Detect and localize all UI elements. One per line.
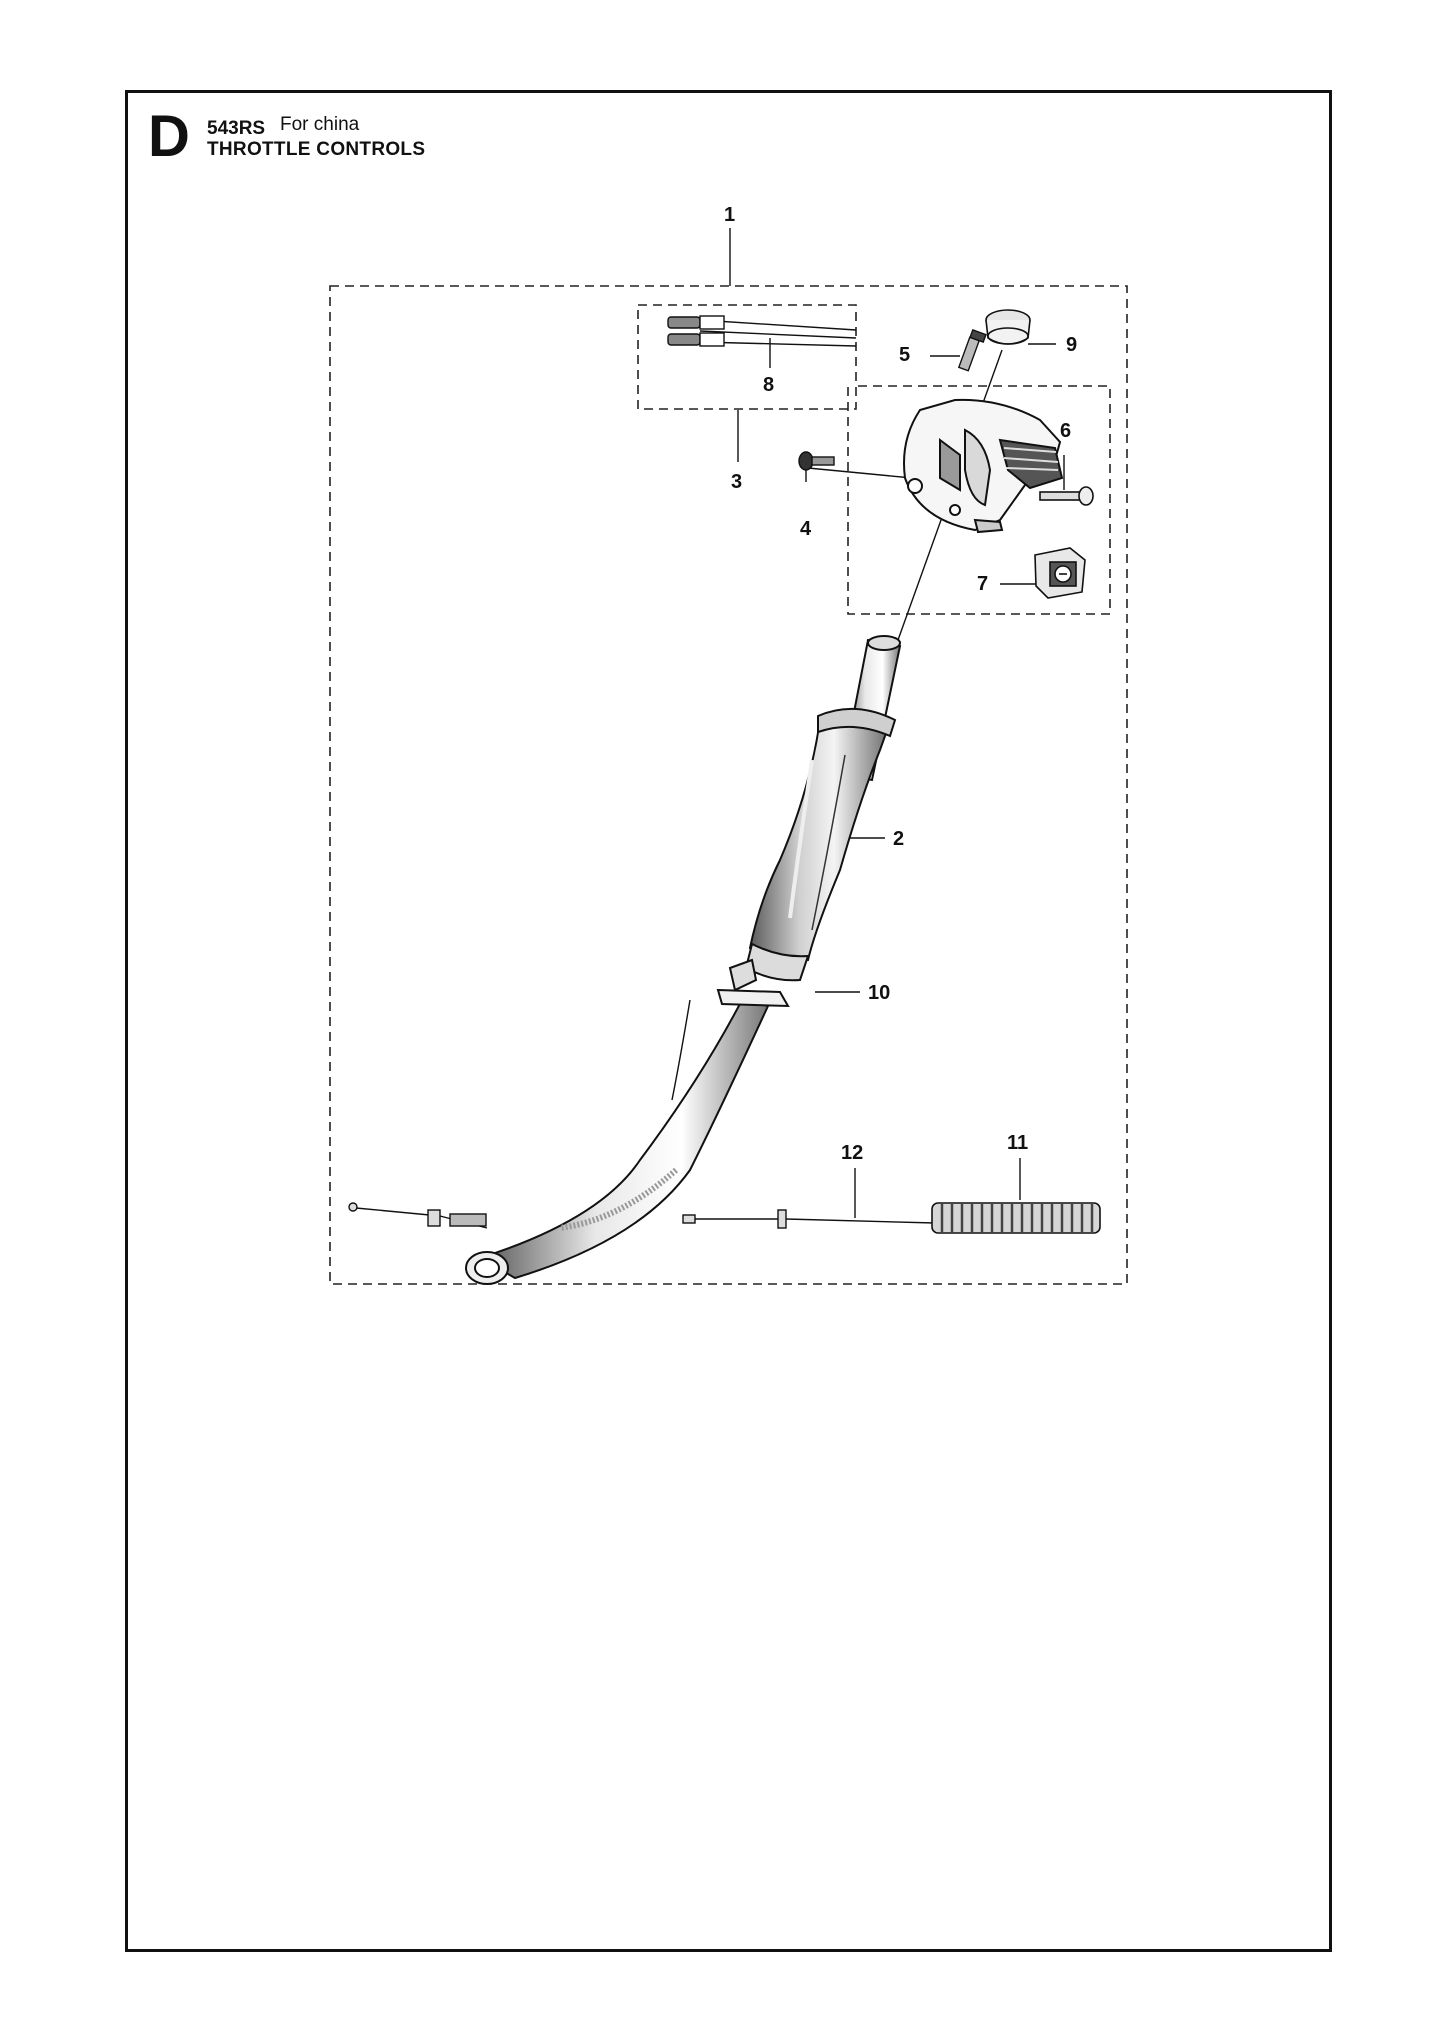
clamp-part-10 — [716, 958, 790, 1008]
callout-11: 11 — [1007, 1132, 1028, 1154]
callout-8: 8 — [763, 374, 774, 396]
section-letter: D — [148, 104, 190, 169]
assembly-boundary-3 — [637, 304, 857, 410]
screw-part-4 — [798, 451, 835, 471]
cable-part-12 — [682, 1209, 936, 1229]
market-label: For china — [280, 114, 360, 135]
wire-harness-part-8 — [667, 315, 857, 347]
callout-7: 7 — [977, 573, 988, 595]
assembly-boundary-handle — [847, 385, 1111, 615]
callout-4: 4 — [800, 518, 812, 540]
assembly-boundary-1 — [329, 285, 1128, 1285]
bolt-part-6 — [1039, 486, 1094, 506]
callout-1: 1 — [724, 204, 735, 226]
throttle-cable — [348, 999, 691, 1231]
callout-labels: 1 2 3 4 5 6 7 8 9 10 11 12 — [724, 204, 1077, 1164]
callout-2: 2 — [893, 828, 904, 850]
page-frame — [125, 90, 1332, 1952]
callout-3: 3 — [731, 471, 742, 493]
switch-part-7 — [1034, 547, 1086, 599]
page-title: THROTTLE CONTROLS — [207, 139, 426, 160]
handle-grip-part-2 — [744, 707, 897, 982]
throttle-housing — [903, 398, 1064, 534]
callout-12: 12 — [841, 1142, 863, 1164]
spring-sleeve-part-11 — [931, 1202, 1101, 1234]
callout-10: 10 — [868, 982, 890, 1004]
model-number: 543RS — [207, 118, 266, 139]
screw-part-5 — [957, 328, 987, 372]
cap-part-9 — [985, 309, 1031, 345]
callout-9: 9 — [1066, 334, 1077, 356]
callout-5: 5 — [899, 344, 910, 366]
callout-6: 6 — [1060, 420, 1071, 442]
leader-lines — [729, 228, 1065, 1218]
